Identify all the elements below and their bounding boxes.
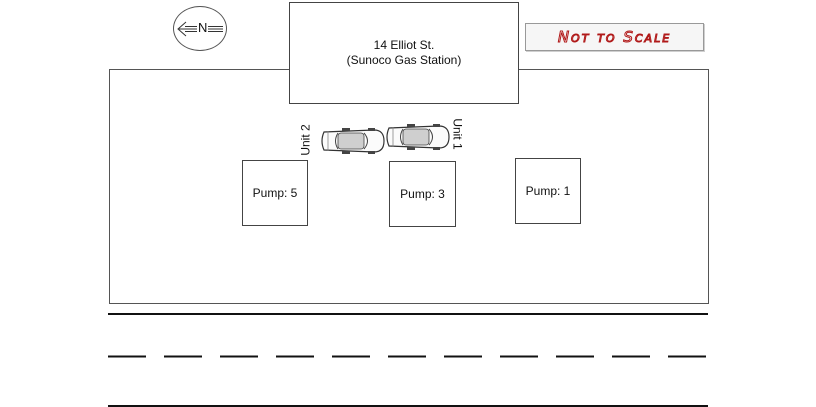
not-to-scale-text: Not to Scale — [557, 28, 672, 47]
pump-3: Pump: 3 — [389, 161, 456, 227]
road-center-line — [108, 355, 708, 358]
road-edge-bottom — [108, 405, 708, 407]
compass-label: N — [197, 20, 209, 35]
car-icon — [321, 128, 385, 154]
unit-2-label: Unit 2 — [298, 124, 313, 156]
building-address: 14 Elliot St. — [373, 38, 435, 52]
building-name: (Sunoco Gas Station) — [346, 53, 462, 67]
pump-5: Pump: 5 — [242, 160, 308, 226]
road-edge-top — [108, 313, 708, 315]
car-icon — [386, 124, 450, 150]
pump-label: Pump: 5 — [252, 186, 298, 200]
not-to-scale-stamp: Not to Scale — [525, 23, 704, 51]
unit-1-label: Unit 1 — [450, 118, 465, 150]
pump-label: Pump: 3 — [400, 187, 445, 201]
building-gas-station: 14 Elliot St. (Sunoco Gas Station) — [289, 2, 519, 104]
north-compass: N — [173, 6, 227, 51]
pump-1: Pump: 1 — [515, 158, 581, 224]
pump-label: Pump: 1 — [525, 184, 571, 198]
